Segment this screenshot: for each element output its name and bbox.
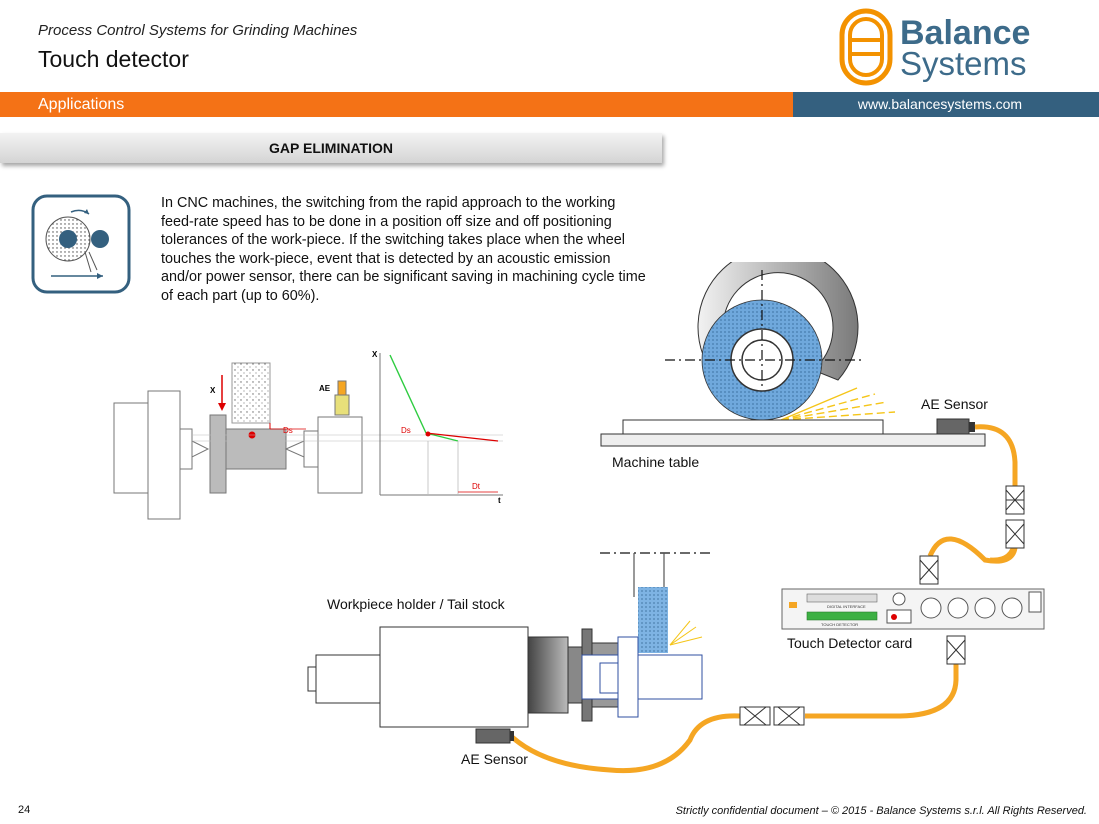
touch-detector-card: DIGITAL INTERFACE TOUCH DETECTOR xyxy=(781,588,1045,630)
confidential-notice: Strictly confidential document – © 2015 … xyxy=(675,805,1087,817)
logo-text-balance: Balance xyxy=(900,14,1030,52)
machine-table-diagram xyxy=(600,262,1018,562)
balance-systems-logo: Balance Systems xyxy=(839,8,1030,86)
gap-diagram: X Ds AE X t Ds Dt xyxy=(113,350,503,520)
page-title: Touch detector xyxy=(38,46,189,72)
graph-axis-t: t xyxy=(498,496,501,505)
section-bar xyxy=(0,92,793,117)
workpiece-holder-diagram xyxy=(307,552,712,744)
workpiece-holder-label: Workpiece holder / Tail stock xyxy=(327,596,505,612)
graph-label-dt: Dt xyxy=(472,482,481,491)
description-text: In CNC machines, the switching from the … xyxy=(161,195,646,304)
graph-label-ds: Ds xyxy=(401,426,411,435)
section-banner xyxy=(0,133,662,163)
graph-label-ds-left: Ds xyxy=(283,426,293,435)
touch-detector-card-label: Touch Detector card xyxy=(787,635,913,651)
graph-label-x-feed: X xyxy=(210,386,216,395)
ae-sensor-top-label: AE Sensor xyxy=(921,396,988,412)
banner-title: GAP ELIMINATION xyxy=(269,140,393,156)
gap-elimination-icon xyxy=(31,194,131,294)
card-caption-label: TOUCH DETECTOR xyxy=(821,622,858,627)
section-label: Applications xyxy=(38,96,125,113)
graph-label-ae: AE xyxy=(319,384,331,393)
url-bar xyxy=(793,92,1099,117)
graph-axis-x: X xyxy=(372,350,378,359)
website-link[interactable]: www.balancesystems.com xyxy=(857,96,1023,112)
document-subtitle: Process Control Systems for Grinding Mac… xyxy=(38,22,358,39)
logo-text-systems: Systems xyxy=(900,45,1027,82)
page-number: 24 xyxy=(18,804,31,816)
card-interface-label: DIGITAL INTERFACE xyxy=(827,604,866,609)
ae-sensor-bottom-label: AE Sensor xyxy=(461,751,528,767)
logo-mark-icon xyxy=(839,8,893,86)
machine-table-label: Machine table xyxy=(612,454,700,470)
